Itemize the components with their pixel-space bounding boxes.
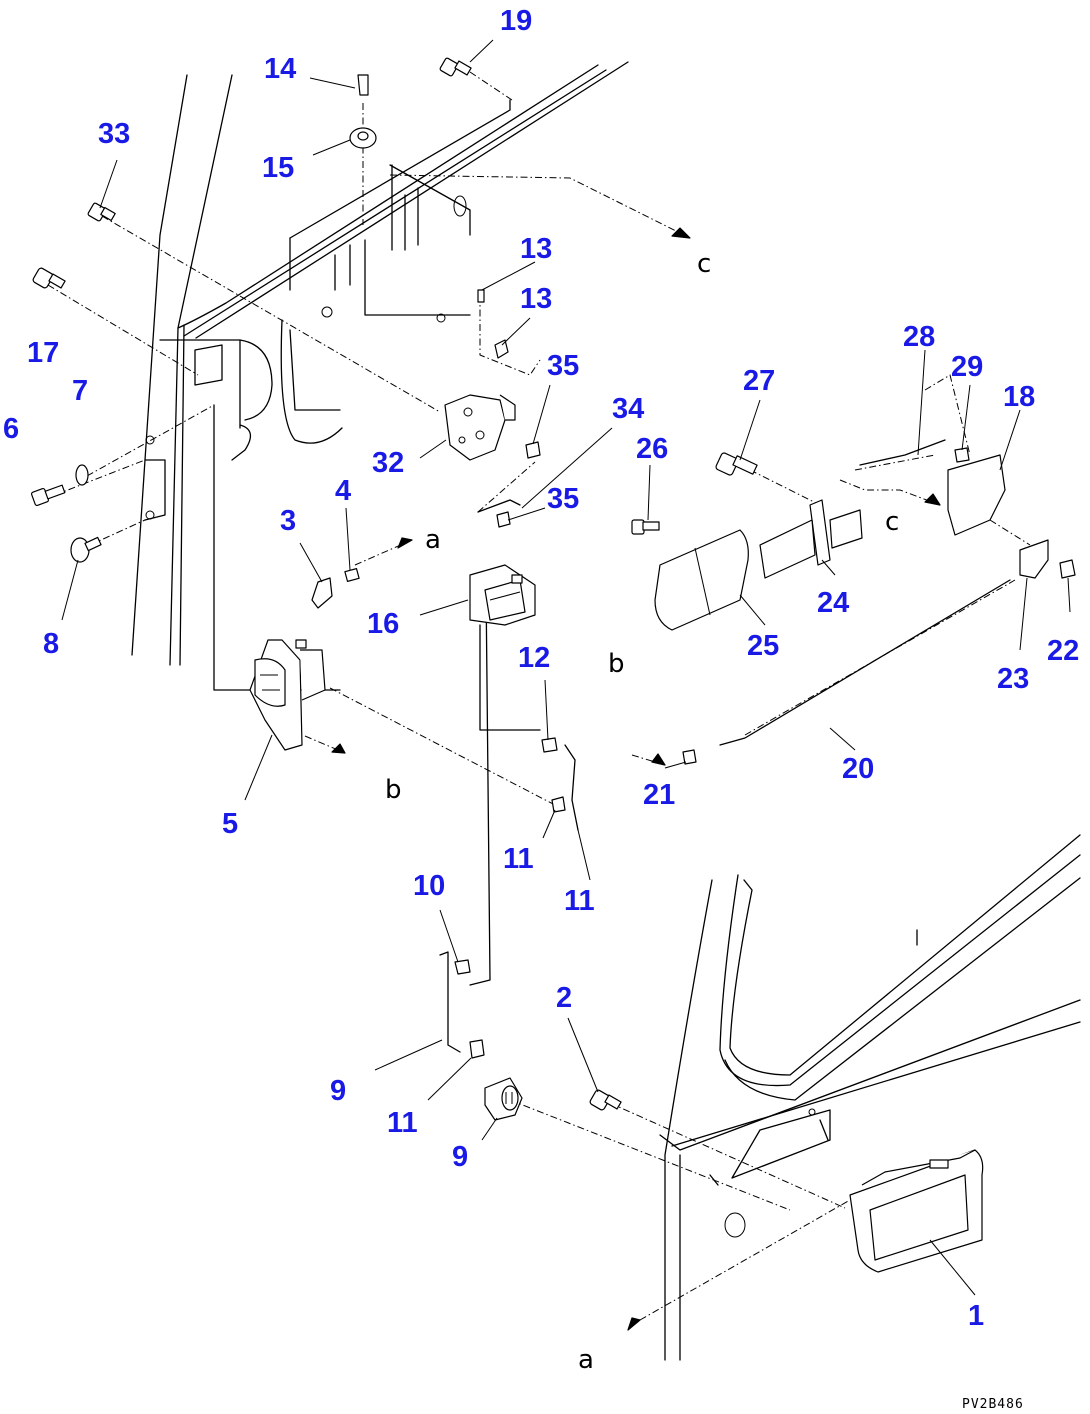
part-20-bracket bbox=[947, 454, 1006, 536]
callout-8: 8 bbox=[43, 628, 59, 660]
drawing-code: PV2B486 bbox=[962, 1397, 1024, 1412]
part-26-bracket bbox=[759, 499, 863, 579]
ref-b-left: b bbox=[385, 775, 402, 805]
callout-17: 15 bbox=[262, 152, 294, 184]
part-8-bolt bbox=[70, 536, 102, 563]
callout-12: 11 bbox=[564, 885, 595, 917]
callout-10: 9 bbox=[330, 1075, 346, 1107]
reference-arrows bbox=[331, 227, 941, 1331]
part-11b-clip bbox=[469, 1039, 485, 1059]
part-11a-clip bbox=[454, 959, 471, 975]
callout-22: 20 bbox=[842, 753, 874, 785]
callout-32: 32 bbox=[372, 447, 404, 479]
callout-15: 13 bbox=[520, 283, 552, 315]
part-22-rod bbox=[719, 579, 1011, 746]
callout-35-top: 35 bbox=[547, 350, 579, 382]
part-21-bolt bbox=[439, 57, 472, 77]
part-6-bolt bbox=[30, 484, 66, 507]
callout-21: 19 bbox=[500, 5, 532, 37]
callout-25: 23 bbox=[997, 663, 1029, 695]
ref-a-bottom: a bbox=[578, 1345, 594, 1375]
assembly-lines bbox=[47, 71, 1031, 1321]
reference-letters: a a b b c c bbox=[385, 249, 899, 1375]
part-29-bolt bbox=[715, 452, 758, 476]
part-16-cap bbox=[357, 74, 369, 96]
part-5-latch bbox=[249, 639, 326, 751]
ref-a-top: a bbox=[425, 525, 441, 555]
callout-6: 6 bbox=[3, 413, 19, 445]
part-33-bolt bbox=[87, 202, 116, 222]
part-15-clip bbox=[494, 339, 509, 359]
callout-31: 29 bbox=[951, 351, 983, 383]
part-30-cable bbox=[859, 439, 946, 466]
callout-13-bottom: 11 bbox=[503, 843, 534, 875]
part-4-nut bbox=[344, 568, 360, 582]
callout-18: 16 bbox=[367, 608, 399, 640]
callout-13-top: 12 bbox=[518, 642, 550, 674]
ref-c-right: c bbox=[885, 507, 899, 537]
part-10-rod bbox=[439, 951, 461, 1053]
callout-7: 7 bbox=[72, 375, 88, 407]
part-35a-clip bbox=[525, 441, 541, 459]
part-13a-clip bbox=[541, 737, 558, 753]
part-35b-clip bbox=[496, 511, 511, 528]
part-31-screw bbox=[954, 447, 970, 463]
part-32-lock bbox=[444, 394, 516, 461]
part-28-screw bbox=[631, 519, 660, 535]
part-34-rod bbox=[477, 499, 521, 513]
part-17-grommet bbox=[349, 127, 377, 149]
callout-34: 34 bbox=[612, 393, 644, 425]
callout-14: 13 bbox=[520, 233, 552, 265]
callout-33: 33 bbox=[98, 118, 130, 150]
callout-27: 25 bbox=[747, 630, 779, 662]
callout-19: 17 bbox=[27, 337, 59, 369]
part-24-clip bbox=[1059, 559, 1076, 579]
callout-30: 28 bbox=[903, 321, 935, 353]
part-27-handle bbox=[654, 529, 749, 631]
callout-20: 18 bbox=[1003, 381, 1035, 413]
callout-16: 14 bbox=[264, 53, 296, 85]
callout-35-bottom: 35 bbox=[547, 483, 579, 515]
part-14-spring bbox=[477, 289, 485, 303]
callout-1: 1 bbox=[968, 1300, 984, 1332]
callout-leaders bbox=[61, 39, 1071, 1296]
callout-29: 27 bbox=[743, 365, 775, 397]
callout-11-bottom: 11 bbox=[387, 1107, 418, 1139]
part-19-bolt bbox=[32, 267, 66, 289]
part-12-rod bbox=[564, 744, 579, 831]
ref-b-right: b bbox=[608, 649, 625, 679]
callout-28: 26 bbox=[636, 433, 668, 465]
cab-frame bbox=[131, 61, 1081, 1361]
part-13b-clip bbox=[551, 796, 566, 813]
part-3-pin bbox=[311, 577, 333, 609]
part-2-bolt bbox=[589, 1089, 622, 1111]
callout-26: 24 bbox=[817, 587, 849, 619]
callout-23: 21 bbox=[643, 779, 675, 811]
callout-24: 22 bbox=[1047, 635, 1079, 667]
part-1-handle bbox=[849, 1149, 984, 1273]
ref-c-top: c bbox=[697, 249, 711, 279]
callout-9: 9 bbox=[452, 1141, 468, 1173]
callout-11-top: 10 bbox=[413, 870, 445, 902]
callout-3: 3 bbox=[280, 505, 296, 537]
part-23-clip bbox=[682, 749, 697, 765]
part-25-lever bbox=[1019, 539, 1049, 579]
part-9-cylinder bbox=[484, 1077, 523, 1121]
parts bbox=[30, 57, 1076, 1273]
callout-5: 5 bbox=[222, 808, 238, 840]
part-18-bracket bbox=[469, 564, 536, 626]
callout-4: 4 bbox=[335, 475, 351, 507]
callout-2: 2 bbox=[556, 982, 572, 1014]
callout-numbers: 19 14 33 15 13 13 17 7 35 34 6 32 35 4 3… bbox=[3, 5, 1079, 1332]
part-7-washer bbox=[75, 464, 89, 486]
